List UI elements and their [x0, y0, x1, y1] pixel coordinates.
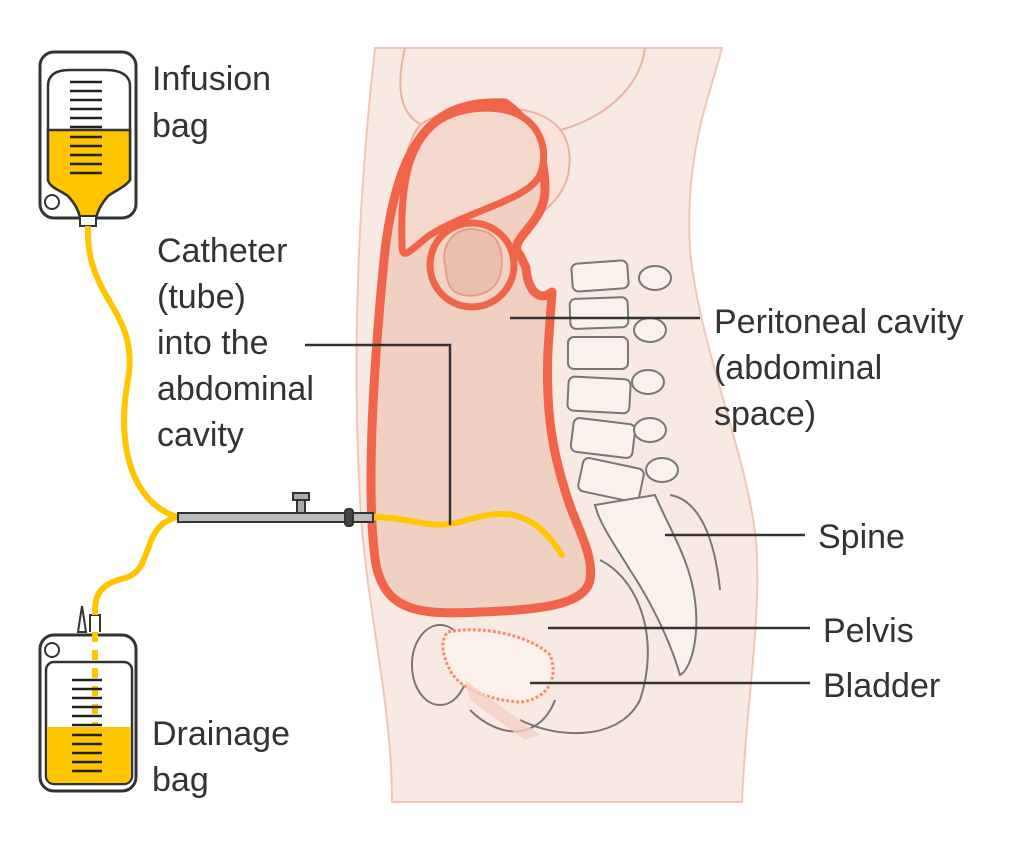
label-line: Infusion [152, 60, 271, 98]
infusion-bag [38, 50, 138, 227]
bladder-label: Bladder [823, 667, 940, 705]
intestine-inner [443, 228, 503, 297]
drainage-bag-label: Drainage bag [152, 715, 299, 799]
label-line: into the [157, 324, 269, 362]
pelvis-label: Pelvis [823, 612, 914, 650]
bladder [441, 628, 555, 704]
label-line: space) [714, 395, 816, 433]
liver-lobe [398, 104, 548, 257]
drainage-tube [92, 514, 179, 616]
infusion-bag-label: Infusion bag [152, 60, 281, 145]
peritoneal-cavity-label: Peritoneal cavity (abdominal space) [714, 303, 973, 433]
catheter-label: Catheter (tube) into the abdominal cavit… [157, 232, 323, 454]
infusion-tube [84, 225, 179, 520]
label-line: (abdominal [714, 349, 882, 387]
catheter-tip [369, 511, 565, 558]
catheter-leader-line [305, 343, 452, 525]
label-line: abdominal [157, 370, 314, 408]
label-line: (tube) [157, 278, 246, 316]
label-line: bag [152, 761, 209, 799]
label-line: cavity [157, 416, 244, 454]
label-line: Drainage [152, 715, 290, 753]
label-line: Catheter [157, 232, 287, 270]
label-line: bag [152, 107, 209, 145]
spine [566, 259, 721, 677]
drainage-bag [38, 605, 138, 793]
spine-label: Spine [818, 518, 905, 556]
urethra [465, 680, 540, 740]
label-line: Peritoneal cavity [714, 303, 963, 341]
catheter-connector [177, 492, 374, 527]
